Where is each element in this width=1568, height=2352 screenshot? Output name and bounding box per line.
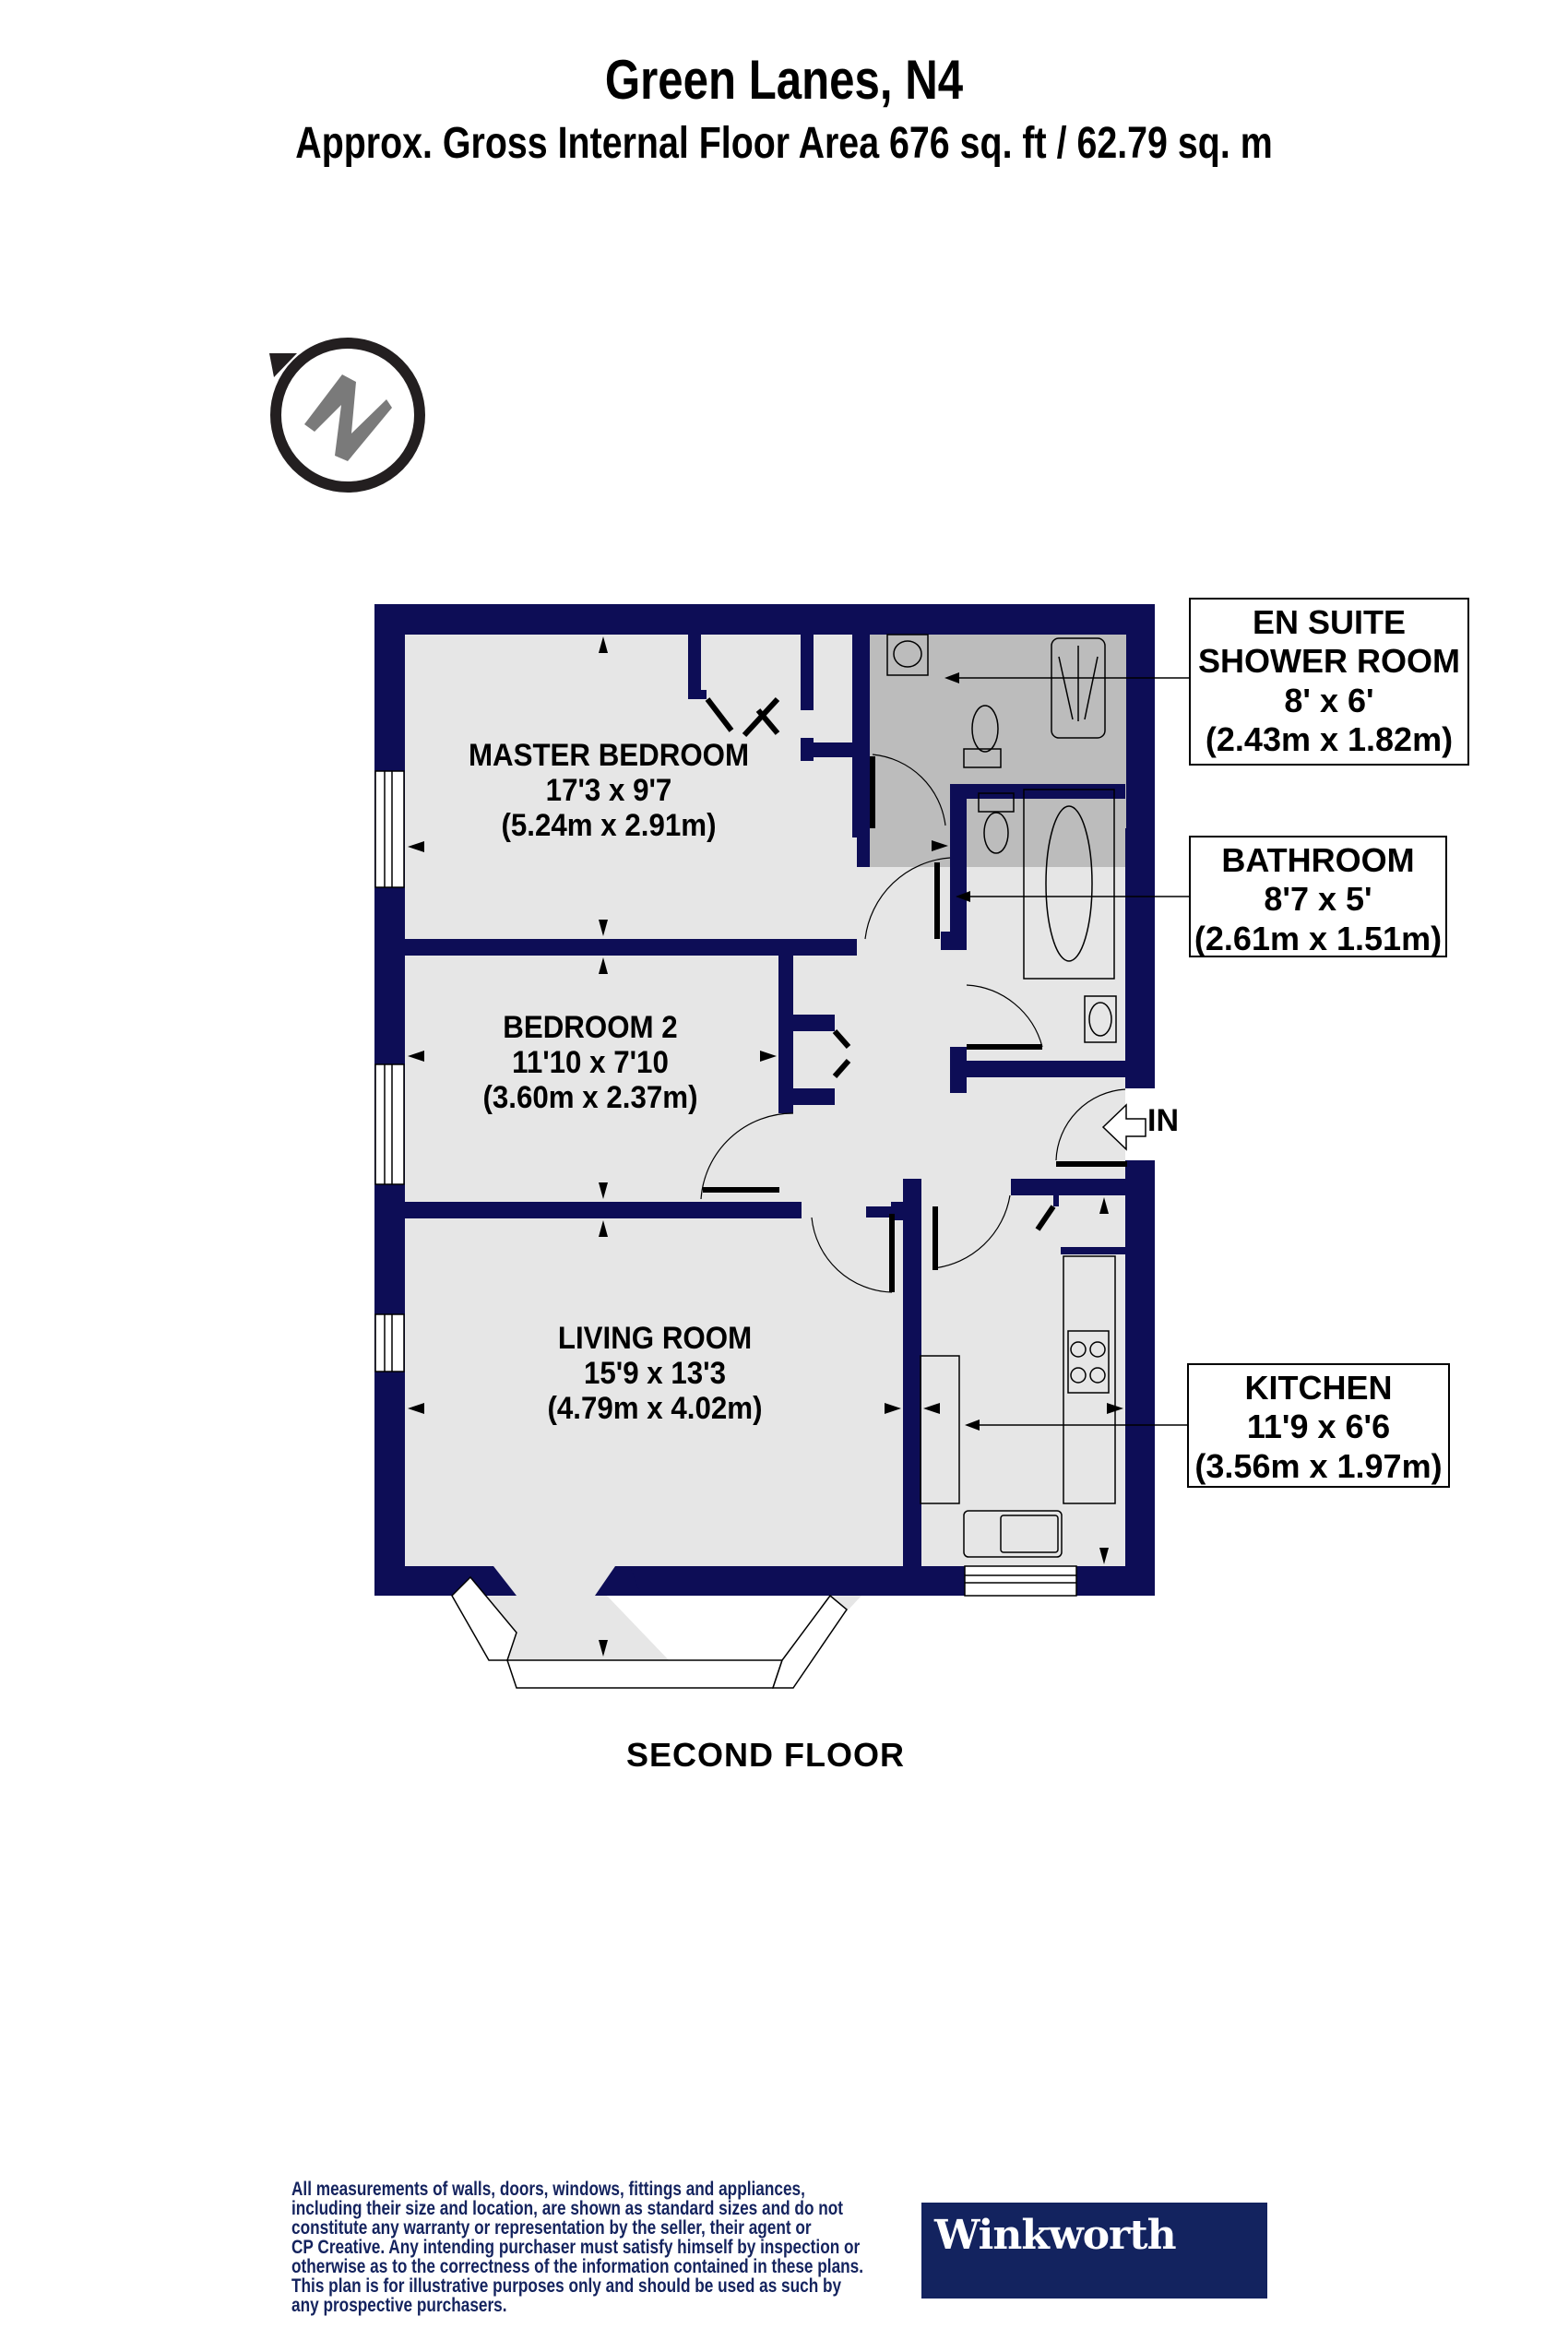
floor-area-subtitle: Approx. Gross Internal Floor Area 676 sq… — [295, 119, 1273, 168]
disclaimer-line: constitute any warranty or representatio… — [291, 2217, 812, 2239]
bay-window-left — [451, 1575, 517, 1661]
bay-window-center — [505, 1659, 784, 1689]
windows — [374, 770, 1077, 1689]
floor-areas — [405, 635, 1126, 1663]
kitchen-sink-icon — [963, 1510, 1063, 1558]
basin-bowl — [893, 640, 922, 668]
ensuite-toilet — [971, 705, 999, 753]
hob-icon — [1067, 1330, 1110, 1394]
north-arrow-compass-icon — [269, 338, 425, 493]
living-room-floor — [405, 1218, 903, 1566]
bath — [1023, 789, 1115, 980]
window-master-bedroom — [374, 770, 405, 888]
kitchen-counter-right — [1063, 1255, 1116, 1504]
fixtures — [886, 634, 1117, 1558]
disclaimer-line: CP Creative. Any intending purchaser mus… — [291, 2237, 861, 2258]
room-name: BATHROOM — [1221, 841, 1415, 879]
door-swings — [700, 754, 1126, 1293]
disclaimer-line: otherwise as to the correctness of the i… — [291, 2256, 864, 2277]
kitchen-floor — [920, 1204, 1125, 1566]
window-kitchen — [964, 1565, 1077, 1597]
room-dimensions-metric: (5.24m x 2.91m) — [501, 808, 717, 844]
room-dimensions-metric: (2.61m x 1.51m) — [1194, 919, 1443, 957]
room-name: LIVING ROOM — [557, 1321, 753, 1356]
bathroom-cistern — [978, 792, 1015, 813]
brand-logo: Winkworth — [921, 2203, 1267, 2299]
disclaimer-line: any prospective purchasers. — [291, 2295, 507, 2316]
bedroom-2-floor — [405, 955, 792, 1202]
room-dimensions-imperial: 17'3 x 9'7 — [545, 773, 672, 809]
interior-walls — [374, 635, 1155, 1596]
floor-label: SECOND FLOOR — [625, 1736, 905, 1774]
entrance-label: IN — [1147, 1103, 1179, 1138]
entrance-arrow-icon — [1101, 1103, 1146, 1151]
room-dimensions-metric: (3.56m x 1.97m) — [1194, 1446, 1443, 1485]
room-name: BEDROOM 2 — [503, 1010, 678, 1045]
room-name: MASTER BEDROOM — [468, 738, 750, 773]
room-name-line1: EN SUITE — [1252, 603, 1407, 641]
room-label-master-bedroom: MASTER BEDROOM 17'3 x 9'7 (5.24m x 2.91m… — [422, 738, 796, 843]
room-dimensions-imperial: 11'9 x 6'6 — [1246, 1408, 1391, 1446]
callout-kitchen: KITCHEN 11'9 x 6'6 (3.56m x 1.97m) — [1187, 1363, 1450, 1488]
callout-bathroom: BATHROOM 8'7 x 5' (2.61m x 1.51m) — [1189, 836, 1447, 957]
brand-name: Winkworth — [934, 2212, 1177, 2259]
disclaimer: All measurements of walls, doors, window… — [291, 2179, 864, 2316]
disclaimer-line: This plan is for illustrative purposes o… — [291, 2275, 842, 2297]
ensuite-basin — [886, 634, 929, 676]
room-dimensions-imperial: 11'10 x 7'10 — [512, 1045, 669, 1081]
callout-en-suite: EN SUITE SHOWER ROOM 8' x 6' (2.43m x 1.… — [1189, 598, 1469, 766]
master-bedroom-floor — [405, 635, 857, 939]
room-dimensions-imperial: 8' x 6' — [1284, 681, 1374, 719]
kitchen-counter-left — [920, 1355, 960, 1504]
room-label-bedroom-2: BEDROOM 2 11'10 x 7'10 (3.60m x 2.37m) — [437, 1010, 742, 1115]
property-title: Green Lanes, N4 — [604, 49, 964, 111]
bathroom-basin — [1084, 995, 1117, 1043]
room-dimensions-imperial: 8'7 x 5' — [1264, 880, 1372, 919]
bathroom-toilet — [983, 812, 1009, 854]
window-bedroom-2 — [374, 1063, 405, 1185]
window-living-room — [374, 1313, 405, 1372]
disclaimer-line: including their size and location, are s… — [291, 2198, 844, 2219]
room-dimensions-metric: (3.60m x 2.37m) — [482, 1080, 698, 1116]
room-label-living-room: LIVING ROOM 15'9 x 13'3 (4.79m x 4.02m) — [493, 1321, 816, 1426]
room-name-line2: SHOWER ROOM — [1198, 642, 1460, 681]
door-leaves — [703, 696, 1127, 1292]
room-dimensions-imperial: 15'9 x 13'3 — [583, 1356, 727, 1392]
room-name: KITCHEN — [1244, 1369, 1393, 1407]
dimension-arrows — [408, 636, 1123, 1657]
bay-window-right — [771, 1594, 849, 1689]
room-dimensions-metric: (2.43m x 1.82m) — [1205, 720, 1454, 759]
room-dimensions-metric: (4.79m x 4.02m) — [547, 1391, 763, 1427]
shower-tray — [1051, 637, 1106, 739]
leader-lines — [956, 677, 1189, 1426]
disclaimer-line: All measurements of walls, doors, window… — [291, 2179, 805, 2200]
